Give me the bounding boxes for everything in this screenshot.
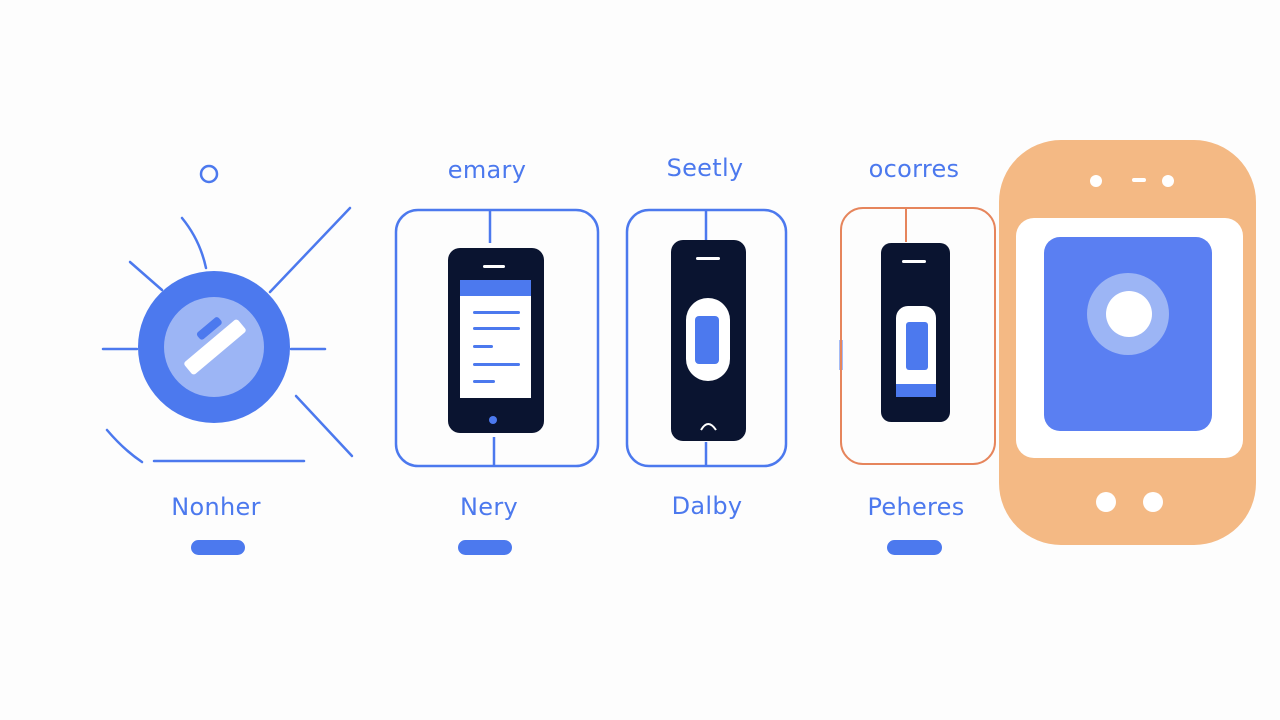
- small-circle-icon: [199, 164, 219, 184]
- hub-ray-lines: [101, 206, 354, 464]
- step-1-pill-button[interactable]: [191, 540, 245, 555]
- step-4-bottom-label: Peheres: [867, 493, 965, 521]
- card-2[interactable]: [625, 208, 788, 468]
- disconnected-link-icon: [184, 317, 246, 375]
- card-3[interactable]: [839, 207, 996, 465]
- phone-list-icon: [448, 248, 544, 433]
- hub-group: [101, 164, 354, 464]
- tablet-camera-icon[interactable]: [999, 140, 1256, 545]
- step-1-bottom-label: Nonher: [171, 493, 261, 521]
- step-3-bottom-label: Dalby: [671, 492, 743, 520]
- card-1-frame: [394, 208, 600, 468]
- step-2-pill-button[interactable]: [458, 540, 512, 555]
- card-1[interactable]: [394, 208, 600, 468]
- step-2-top-label: emary: [447, 156, 527, 184]
- step-4-top-label: ocorres: [868, 155, 960, 183]
- phone-toggle-icon: [671, 240, 746, 441]
- step-3-top-label: Seetly: [666, 154, 744, 182]
- step-4-pill-button[interactable]: [887, 540, 942, 555]
- card-2-frame: [625, 208, 788, 468]
- phone-battery-icon: [881, 243, 950, 422]
- card-3-frame: [840, 207, 996, 465]
- step-2-bottom-label: Nery: [460, 493, 518, 521]
